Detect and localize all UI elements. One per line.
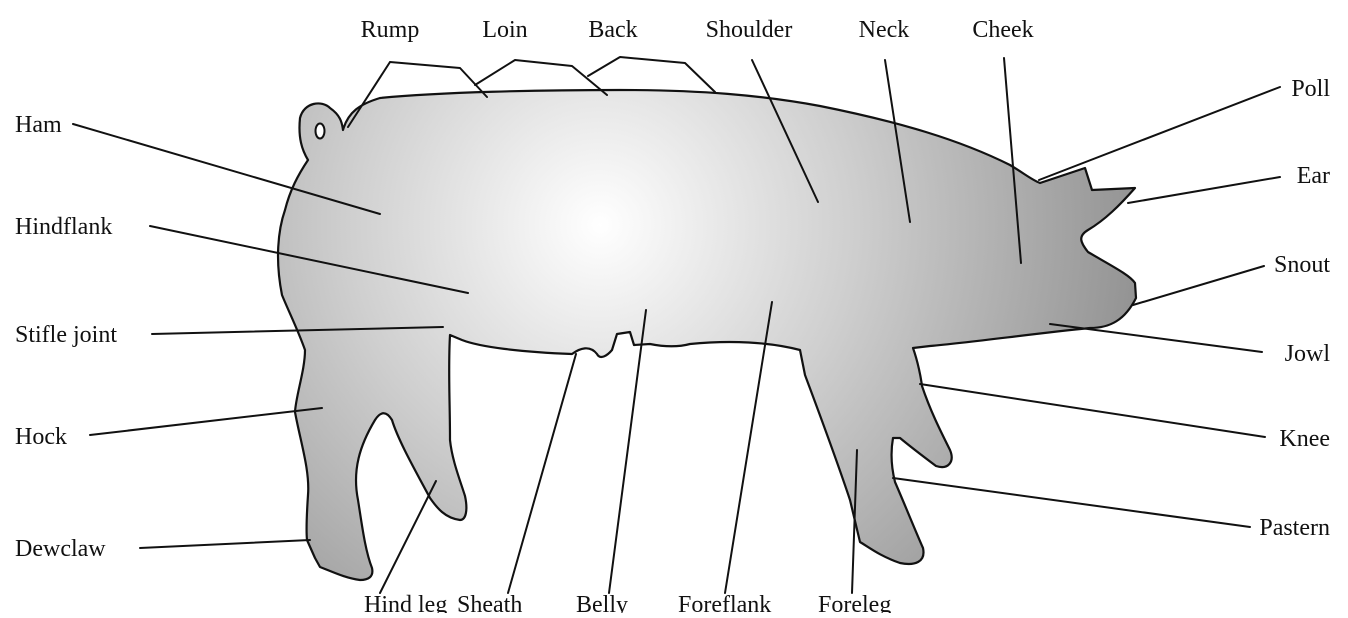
- label-hindflank: Hindflank: [15, 214, 112, 240]
- hind-leg-leader: [380, 481, 436, 593]
- label-jowl: Jowl: [1285, 341, 1331, 367]
- back-leader: [588, 57, 715, 92]
- label-poll: Poll: [1291, 76, 1330, 102]
- label-loin: Loin: [482, 17, 527, 43]
- label-foreleg: Foreleg: [818, 592, 891, 613]
- label-ham: Ham: [15, 112, 62, 138]
- label-ear: Ear: [1297, 163, 1330, 189]
- pig-silhouette: [278, 90, 1136, 580]
- ear-leader: [1128, 177, 1280, 203]
- label-knee: Knee: [1279, 426, 1330, 452]
- hock-leader: [90, 408, 322, 435]
- jowl-leader: [1050, 324, 1262, 352]
- label-hind-leg: Hind leg: [364, 592, 447, 613]
- label-rump: Rump: [361, 17, 420, 43]
- snout-leader: [1133, 266, 1264, 305]
- dewclaw-leader: [140, 540, 310, 548]
- pastern-leader: [893, 478, 1250, 527]
- label-neck: Neck: [859, 17, 910, 43]
- poll-leader: [1039, 87, 1280, 180]
- label-stifle-joint: Stifle joint: [15, 322, 117, 348]
- label-cheek: Cheek: [972, 17, 1033, 43]
- foreflank-leader: [725, 302, 772, 593]
- label-belly: Belly: [576, 592, 628, 613]
- label-shoulder: Shoulder: [706, 17, 793, 43]
- label-sheath: Sheath: [457, 592, 522, 613]
- label-hock: Hock: [15, 424, 67, 450]
- label-foreflank: Foreflank: [678, 592, 771, 613]
- label-back: Back: [588, 17, 637, 43]
- sheath-leader: [508, 354, 576, 593]
- knee-leader: [920, 384, 1265, 437]
- tail-loop: [316, 124, 325, 139]
- label-snout: Snout: [1274, 252, 1330, 278]
- label-dewclaw: Dewclaw: [15, 536, 106, 562]
- belly-leader: [609, 310, 646, 593]
- label-pastern: Pastern: [1259, 515, 1330, 541]
